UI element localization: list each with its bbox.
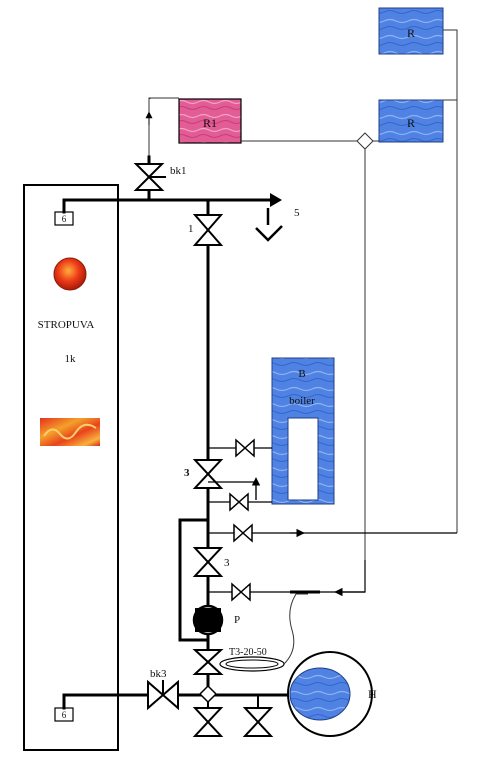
boiler-b: B boiler xyxy=(271,357,335,505)
valve-3-lower-label: 3 xyxy=(224,557,230,569)
tank-r-top: R xyxy=(378,7,444,55)
vent-5-label: 5 xyxy=(294,207,300,219)
tank-r-top-label: R xyxy=(407,26,415,40)
burner-flame-icon xyxy=(53,257,87,291)
svg-text:6: 6 xyxy=(62,214,67,224)
valve-3-upper-label: 3 xyxy=(184,467,190,479)
furnace-stropuva: STROPUVA 1k xyxy=(23,184,119,751)
tank-r-mid-label: R xyxy=(407,116,415,130)
branch-valve-4 xyxy=(231,582,251,602)
valve-bk3-label: bk3 xyxy=(150,668,167,680)
vent-5: 5 xyxy=(255,193,300,242)
furnace-name: STROPUVA xyxy=(38,319,95,331)
junction-diamond xyxy=(356,132,374,150)
node-bottom: 6 xyxy=(54,707,74,722)
valve-1: 1 xyxy=(188,214,224,246)
heat-exchanger-h: H xyxy=(287,651,377,737)
branch-valve-3 xyxy=(233,523,253,543)
pump-controller: T3-20-50 xyxy=(219,593,308,672)
boiler-word: boiler xyxy=(289,395,315,407)
valve-drain-left xyxy=(192,700,224,737)
branch-valve-1 xyxy=(235,438,255,458)
boiler-letter: B xyxy=(298,368,305,380)
branch-valve-2 xyxy=(229,492,249,512)
valve-bk3: bk3 xyxy=(147,668,179,711)
tank-return-lines xyxy=(149,29,458,592)
pump-model-label: T3-20-50 xyxy=(229,647,267,658)
svg-text:6: 6 xyxy=(62,710,67,720)
valve-3-upper: 3 xyxy=(184,459,224,489)
pump-p: P xyxy=(192,604,240,636)
valve-drain-right xyxy=(242,695,274,737)
tank-r1: R1 xyxy=(178,98,242,144)
valve-bk1-label: bk1 xyxy=(170,165,187,177)
valve-3-lower: 3 xyxy=(192,547,230,577)
valve-bk1: bk1 xyxy=(133,163,187,191)
pump-p-label: P xyxy=(234,614,240,626)
valve-below-pump xyxy=(192,649,224,675)
valve-1-label: 1 xyxy=(188,223,194,235)
firebox-flame-icon xyxy=(40,418,100,446)
bottom-junction-diamond xyxy=(198,684,218,704)
tank-r-mid: R xyxy=(378,99,444,143)
furnace-code: 1k xyxy=(65,353,77,365)
node-6-top: 6 xyxy=(54,211,74,226)
tank-r1-label: R1 xyxy=(203,116,217,130)
heat-h-label: H xyxy=(368,687,377,701)
r1-feed-line xyxy=(148,97,179,157)
